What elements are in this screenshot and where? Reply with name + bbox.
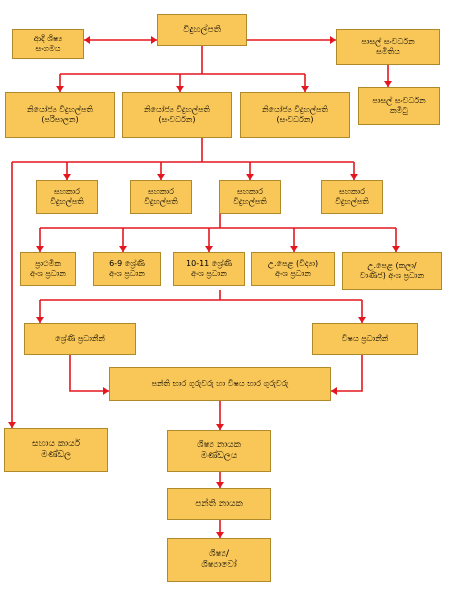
- arrowhead: [330, 36, 336, 44]
- arrowhead: [176, 86, 184, 92]
- deputy-principal-development-box-1: නියෝජ්‍ය විදුහල්පති (සංවර්ධන): [122, 92, 232, 138]
- arrowhead: [84, 36, 90, 44]
- assistant-principal-box-2: සහකාර විදුහල්පති: [130, 180, 192, 214]
- arrowhead: [290, 246, 298, 252]
- section-head-10-11-box: 10-11 ශ්‍රේණි අංශ ප්‍රධාන: [173, 252, 245, 286]
- school-development-society-box: පාසල් සංවර්ධන සමිතිය: [336, 29, 440, 65]
- arrowhead: [151, 36, 157, 44]
- deputy-principal-development-box-2: නියෝජ්‍ය විදුහල්පති (සංවර්ධන): [240, 92, 350, 138]
- assistant-principal-box-3: සහකාර විදුහල්පති: [219, 180, 281, 214]
- connector-line: [69, 355, 109, 392]
- arrowhead: [216, 424, 224, 430]
- class-leaders-box: පන්ති නායක: [167, 488, 271, 520]
- section-head-6-9-box: 6-9 ශ්‍රේණි අංශ ප්‍රධාන: [93, 252, 161, 286]
- grade-heads-box: ශ්‍රේණි ප්‍රධානීන්: [24, 323, 136, 355]
- deputy-principal-admin-box: නියෝජ්‍ය විදුහල්පති (පරිපාලන): [5, 92, 115, 138]
- arrowhead: [8, 422, 16, 428]
- students-box: ශිෂ්‍ය/ ශිෂ්‍යාවෝ: [167, 538, 271, 582]
- arrowhead: [205, 246, 213, 252]
- arrowhead: [63, 174, 71, 180]
- arrowhead: [103, 387, 109, 395]
- section-head-primary-box: ප්‍රාථමික අංශ ප්‍රධාන: [20, 252, 76, 286]
- assistant-principal-box-4: සහකාර විදුහල්පති: [321, 180, 383, 214]
- arrowhead: [246, 174, 254, 180]
- arrowhead: [157, 174, 165, 180]
- support-staff-box: සහාය කාර්ය මණ්ඩල: [4, 428, 108, 472]
- subject-heads-box: විෂය ප්‍රධානීන්: [312, 323, 418, 355]
- prefects-board-box: ශිෂ්‍ය නායක මණ්ඩලය: [167, 430, 271, 472]
- arrowhead: [350, 174, 358, 180]
- section-head-al-arts-commerce-box: උ.පෙළ (කලා/ වාණිජ) අංශ ප්‍රධාන: [342, 252, 442, 290]
- teachers-box: පන්ති භාර ගුරුවරු හා විෂය භාර ගුරුවරු: [109, 367, 331, 401]
- arrowhead: [216, 532, 224, 538]
- arrowhead: [392, 246, 400, 252]
- alumni-association-box: ආදි ශිෂ්‍ය සංගමය: [12, 29, 84, 59]
- arrowhead: [331, 387, 337, 395]
- school-development-committee-box: පාසල් සංවර්ධන කමිටු: [358, 87, 440, 125]
- principal-box: විදුහල්පති: [157, 14, 247, 46]
- arrowhead: [119, 246, 127, 252]
- arrowhead: [301, 86, 309, 92]
- arrowhead: [36, 317, 44, 323]
- assistant-principal-box-1: සහකාර විදුහල්පති: [36, 180, 98, 214]
- arrowhead: [56, 86, 64, 92]
- arrowhead: [384, 81, 392, 87]
- arrowhead: [358, 317, 366, 323]
- connector-line: [331, 355, 363, 392]
- arrowhead: [36, 246, 44, 252]
- section-head-al-science-box: උ.පෙළ (විද්‍යා) අංශ ප්‍රධාන: [251, 252, 335, 286]
- arrowhead: [216, 482, 224, 488]
